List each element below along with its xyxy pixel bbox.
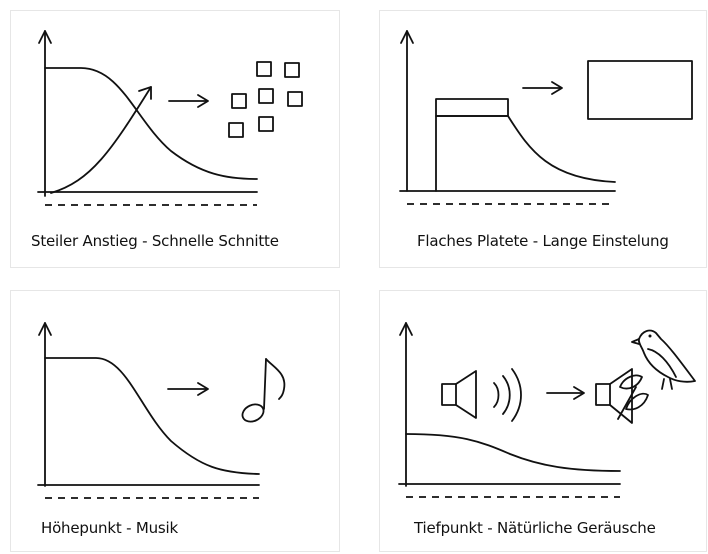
y-axis-arrowhead — [400, 30, 414, 44]
y-axis-arrowhead — [38, 322, 52, 336]
wide-rectangle-icon — [587, 60, 693, 120]
speaker-sound-icon — [441, 368, 522, 422]
plateau-block — [435, 98, 509, 117]
caption: Tiefpunkt - Nätürliche Geräusche — [414, 519, 656, 537]
caption: Steiler Anstieg - Schnelle Schnitte — [31, 232, 279, 250]
transition-arrowhead — [197, 94, 209, 108]
caption: Flaches Platete - Lange Einstelung — [417, 232, 669, 250]
climax-diagram — [37, 322, 286, 499]
steep-rise-diagram — [37, 30, 303, 206]
music-note-icon — [241, 358, 286, 423]
transition-arrowhead — [573, 386, 585, 400]
climax-curve — [44, 357, 260, 475]
low-point-curve — [405, 433, 621, 472]
plateau-curve — [435, 115, 616, 192]
y-axis-arrowhead — [399, 322, 413, 336]
bird-icon — [631, 329, 696, 390]
caption: Höhepunkt - Musik — [41, 519, 178, 537]
rising-curve — [50, 86, 152, 194]
low-point-diagram — [398, 322, 696, 498]
speaker-leaf-icon — [595, 368, 649, 424]
falling-curve — [44, 67, 258, 180]
panel-flat-plateau: Flaches Platete - Lange Einstelung — [379, 10, 707, 268]
panel-climax: Höhepunkt - Musik — [10, 290, 340, 552]
y-axis-arrowhead — [38, 30, 52, 44]
panel-low-point: Tiefpunkt - Nätürliche Geräusche — [379, 290, 707, 552]
transition-arrowhead — [197, 382, 209, 396]
flat-plateau-diagram — [399, 30, 693, 205]
panel-steep-rise: Steiler Anstieg - Schnelle Schnitte — [10, 10, 340, 268]
scattered-squares-icon — [228, 61, 303, 138]
rising-curve-arrowhead — [138, 86, 152, 100]
transition-arrowhead — [551, 81, 563, 95]
